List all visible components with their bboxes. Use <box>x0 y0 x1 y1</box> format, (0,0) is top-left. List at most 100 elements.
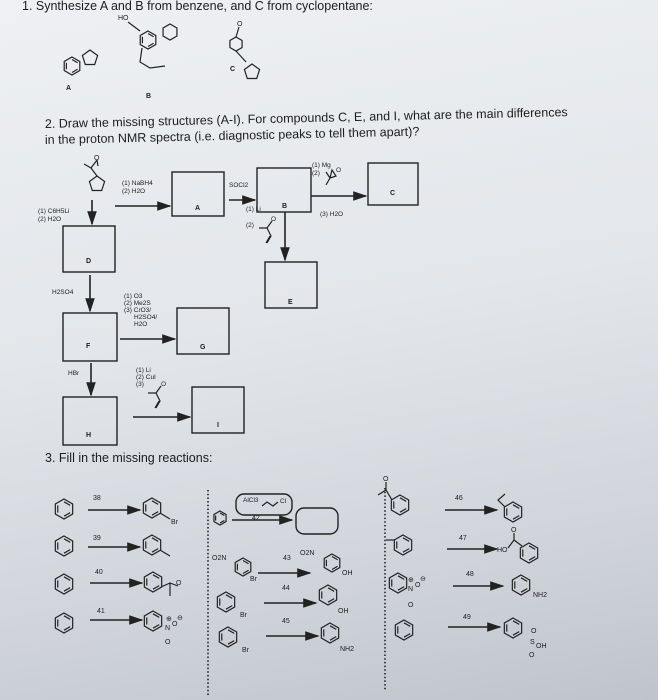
bromobenzene-icon <box>218 626 238 648</box>
cyclopentane-ring-icon <box>88 175 106 192</box>
mvk-oxygen-e: O <box>271 216 276 223</box>
aniline-icon <box>320 622 340 644</box>
nitrobenzene-icon <box>143 610 163 632</box>
molecule-b <box>127 21 178 69</box>
molecule-a <box>63 49 99 76</box>
box-e-label: E <box>288 299 293 306</box>
reaction-number-46: 46 <box>455 495 463 502</box>
box-c-label: C <box>390 190 395 197</box>
epoxide-icon <box>325 168 337 186</box>
cyclopentane-ring-icon <box>243 63 261 80</box>
box-g[interactable] <box>176 307 230 355</box>
o-label: O <box>172 621 178 628</box>
epoxide-oxygen: O <box>336 167 341 174</box>
box-f[interactable] <box>62 312 118 362</box>
minus-charge: ⊖ <box>177 615 183 622</box>
benzene-icon <box>54 612 74 634</box>
box-c[interactable] <box>367 162 419 206</box>
br-label: Br <box>250 576 258 583</box>
question-1-text: 1. Synthesize A and B from benzene, and … <box>22 0 373 13</box>
reagent-socl2: SOCl2 <box>229 182 249 189</box>
box-i-label: I <box>217 422 219 429</box>
o-label: O <box>165 639 171 646</box>
reaction-number-42: 42 <box>252 515 260 522</box>
toluene-icon <box>393 534 413 556</box>
box-b-label: B <box>282 203 287 210</box>
mvk-oxygen-i: O <box>161 381 166 388</box>
box-b[interactable] <box>256 167 312 213</box>
reagent-cro3: (3) CrO3/ <box>124 307 151 314</box>
reagent-h2o-d: (2) H2O <box>38 216 61 223</box>
cyclopentyl-methyl-ketone <box>83 159 106 192</box>
reagent-nabh4: (1) NaBH4 <box>122 180 153 187</box>
reagent-box-42 <box>235 493 293 516</box>
reagent-phenyllithium: (1) C6H5Li <box>38 208 69 215</box>
benzene-icon <box>394 619 414 641</box>
o-label: O <box>383 476 389 483</box>
reagent-alcl3: AlCl3 <box>243 497 259 504</box>
box-f-label: F <box>86 343 91 350</box>
ring-icon <box>63 56 81 76</box>
oh-label: OH <box>338 608 349 615</box>
b-hydroxyl: HO <box>118 15 129 22</box>
molecule-c <box>229 26 261 80</box>
reagent-hbr: HBr <box>68 370 80 377</box>
box-a[interactable] <box>171 171 225 217</box>
bromobenzene-icon <box>142 497 162 519</box>
box-h[interactable] <box>62 396 118 446</box>
box-a-label: A <box>195 205 200 212</box>
reagent-li-e: (1) Li <box>246 206 261 213</box>
reagent-h2o-c: (3) H2O <box>320 211 343 218</box>
answer-box-42[interactable] <box>295 507 339 535</box>
nitrophenol-icon <box>323 553 341 573</box>
reagent-li-i: (1) Li <box>136 367 151 374</box>
label-a: A <box>66 85 71 92</box>
reaction-number-48: 48 <box>466 571 474 578</box>
o2n-label: O2N <box>300 550 314 557</box>
reaction-number-45: 45 <box>282 618 290 625</box>
s-label: S <box>530 639 535 646</box>
reagent-h2so4: H2SO4 <box>52 289 74 296</box>
nitrobromobenzene-icon <box>234 557 252 577</box>
ring-icon <box>229 36 243 52</box>
reaction-number-47: 47 <box>459 535 467 542</box>
reagent-mvk-step-i: (3) <box>136 381 144 388</box>
reaction-number-40: 40 <box>95 569 103 576</box>
acetophenone-icon <box>143 571 163 593</box>
br-label: Br <box>171 519 179 526</box>
box-d-label: D <box>86 258 91 265</box>
ring-icon <box>162 23 178 41</box>
reagent-h2o: (2) H2O <box>122 188 145 195</box>
benzene-icon <box>54 498 74 520</box>
o-label: O <box>529 652 535 659</box>
plus-charge: ⊕ <box>408 577 414 584</box>
reagent-cl: Cl <box>280 498 287 505</box>
ethylbenzene-icon <box>503 501 523 523</box>
benzene-icon <box>54 573 74 595</box>
box-d[interactable] <box>62 225 116 273</box>
toluene-icon <box>142 534 162 556</box>
acetophenone-icon <box>390 494 410 516</box>
n-label: N <box>408 586 413 593</box>
benzene-icon <box>213 510 227 526</box>
box-i[interactable] <box>191 386 245 434</box>
c-oxygen: O <box>237 21 243 28</box>
reagent-epoxide-step: (2) <box>312 170 320 177</box>
box-e[interactable] <box>264 261 318 309</box>
box-h-label: H <box>86 432 91 439</box>
ring-icon <box>139 30 157 50</box>
cyclopentane-ring-icon <box>81 49 99 66</box>
methyl-vinyl-ketone-icon <box>148 385 162 409</box>
reaction-number-38: 38 <box>93 495 101 502</box>
br-label: Br <box>242 647 250 654</box>
nh2-label: NH2 <box>533 592 547 599</box>
o-label: O <box>415 582 421 589</box>
ketone-oxygen: O <box>94 155 100 162</box>
reagent-mg: (1) Mg <box>312 162 331 169</box>
bromobenzene-icon <box>216 591 236 613</box>
reagent-h2so4-g: H2SO4/ <box>134 314 157 321</box>
aniline-icon <box>511 574 531 596</box>
o-label: O <box>531 628 537 635</box>
